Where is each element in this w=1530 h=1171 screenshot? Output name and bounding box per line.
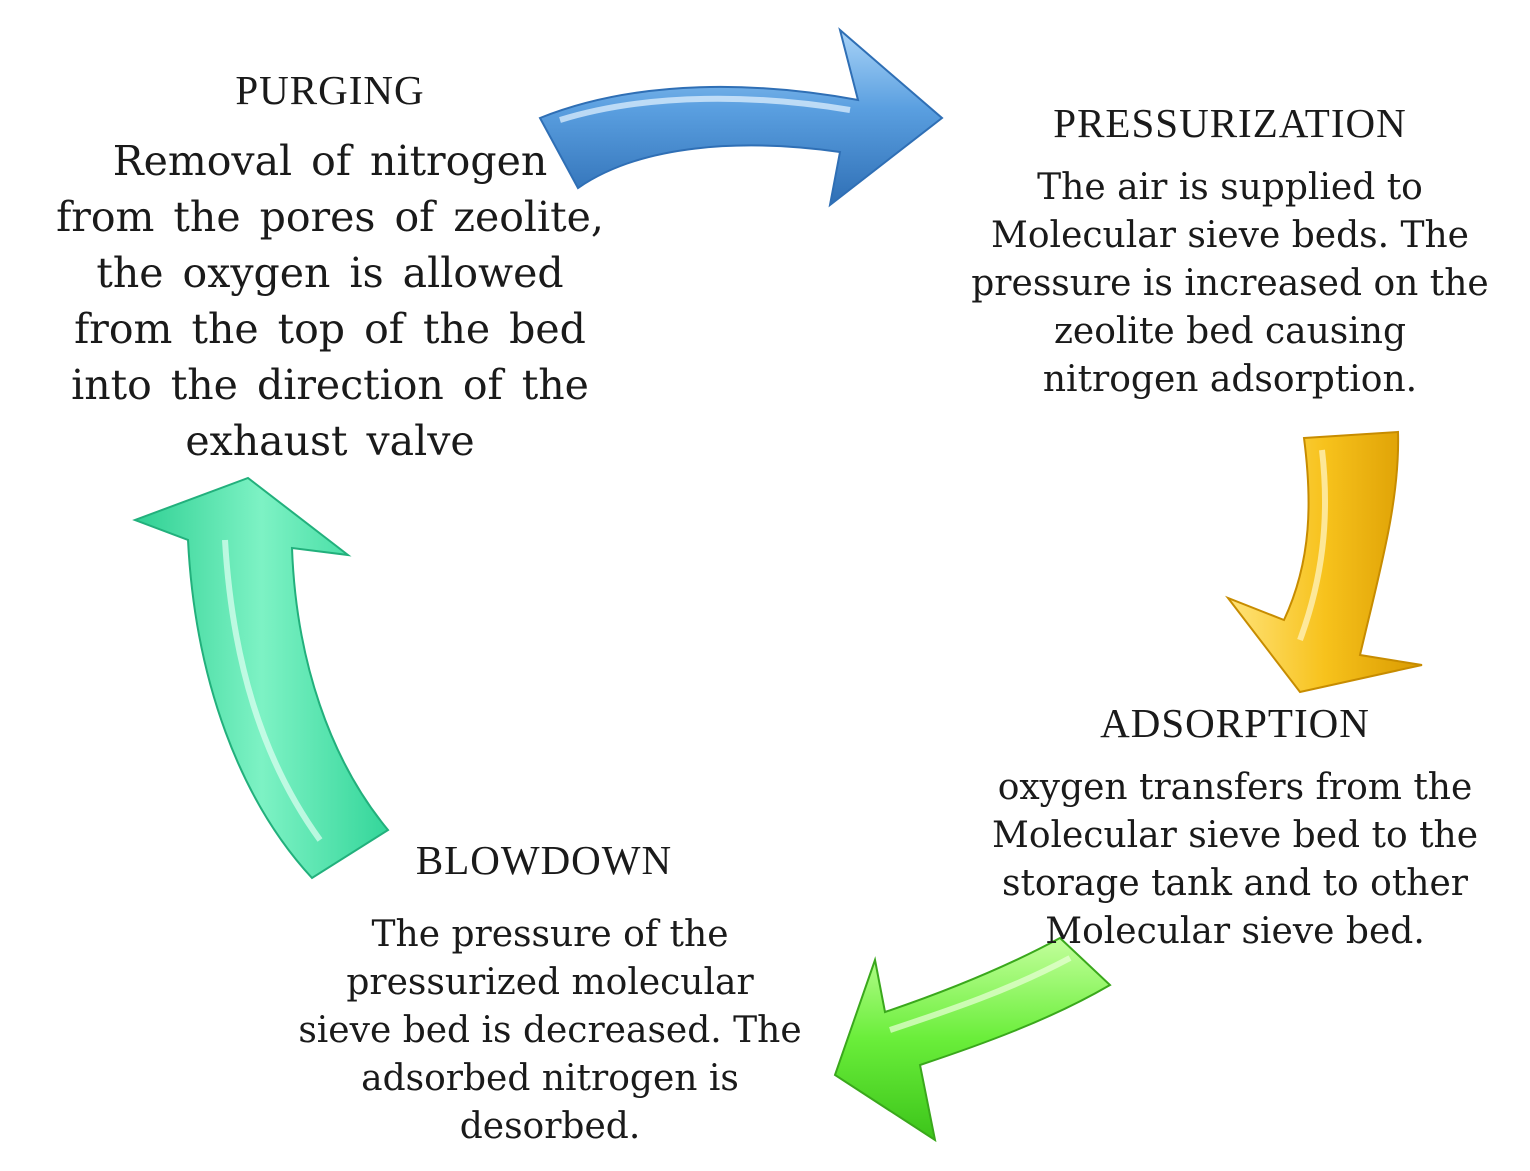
arrow-adsorption-to-blowdown xyxy=(833,936,1112,1143)
stage-title-adsorption: ADSORPTION xyxy=(1100,700,1370,746)
description-line: The air is supplied to xyxy=(1037,167,1423,208)
stage-blowdown: BLOWDOWN The pressure of the pressurized… xyxy=(260,840,840,1151)
description-line: adsorbed nitrogen is xyxy=(361,1058,739,1099)
description-line: the oxygen is allowed xyxy=(96,249,564,297)
arrow-teal-shape xyxy=(132,476,390,880)
description-line: Removal of nitrogen xyxy=(112,137,548,185)
arrow-blowdown-to-purging xyxy=(132,476,390,880)
arrow-blue-shape xyxy=(538,27,944,208)
stage-title-blowdown: BLOWDOWN xyxy=(415,837,673,883)
description-line: into the direction of the xyxy=(71,361,589,409)
stage-description-purging: Removal of nitrogen from the pores of ze… xyxy=(20,133,640,469)
arrow-green-shape xyxy=(833,936,1112,1143)
description-line: oxygen transfers from the xyxy=(997,767,1473,808)
description-line: desorbed. xyxy=(459,1106,641,1147)
description-line: sieve bed is decreased. The xyxy=(298,1010,802,1051)
description-line: pressurized molecular xyxy=(346,962,754,1003)
arrow-purging-to-pressurization xyxy=(538,27,944,208)
stage-purging: PURGING Removal of nitrogen from the por… xyxy=(20,70,640,469)
stage-title-purging: PURGING xyxy=(235,67,425,113)
stage-pressurization: PRESSURIZATION The air is supplied to Mo… xyxy=(930,103,1530,404)
stage-description-pressurization: The air is supplied to Molecular sieve b… xyxy=(930,164,1530,404)
description-line: from the top of the bed xyxy=(74,305,586,353)
description-line: from the pores of zeolite, xyxy=(56,193,604,241)
stage-title-pressurization: PRESSURIZATION xyxy=(1053,100,1407,146)
description-line: zeolite bed causing xyxy=(1053,311,1407,352)
stage-adsorption: ADSORPTION oxygen transfers from the Mol… xyxy=(940,703,1530,956)
description-line: The pressure of the xyxy=(371,914,729,955)
arrow-pressurization-to-adsorption xyxy=(1225,430,1423,694)
stage-description-adsorption: oxygen transfers from the Molecular siev… xyxy=(940,764,1530,956)
stage-description-blowdown: The pressure of the pressurized molecula… xyxy=(260,911,840,1151)
description-line: Molecular sieve beds. The xyxy=(991,215,1469,256)
description-line: exhaust valve xyxy=(185,417,475,465)
description-line: nitrogen adsorption. xyxy=(1042,359,1418,400)
arrow-yellow-shape xyxy=(1225,430,1423,694)
description-line: Molecular sieve bed to the xyxy=(991,815,1479,856)
description-line: Molecular sieve bed. xyxy=(1045,911,1425,952)
description-line: storage tank and to other xyxy=(1001,863,1468,904)
description-line: pressure is increased on the xyxy=(971,263,1489,304)
